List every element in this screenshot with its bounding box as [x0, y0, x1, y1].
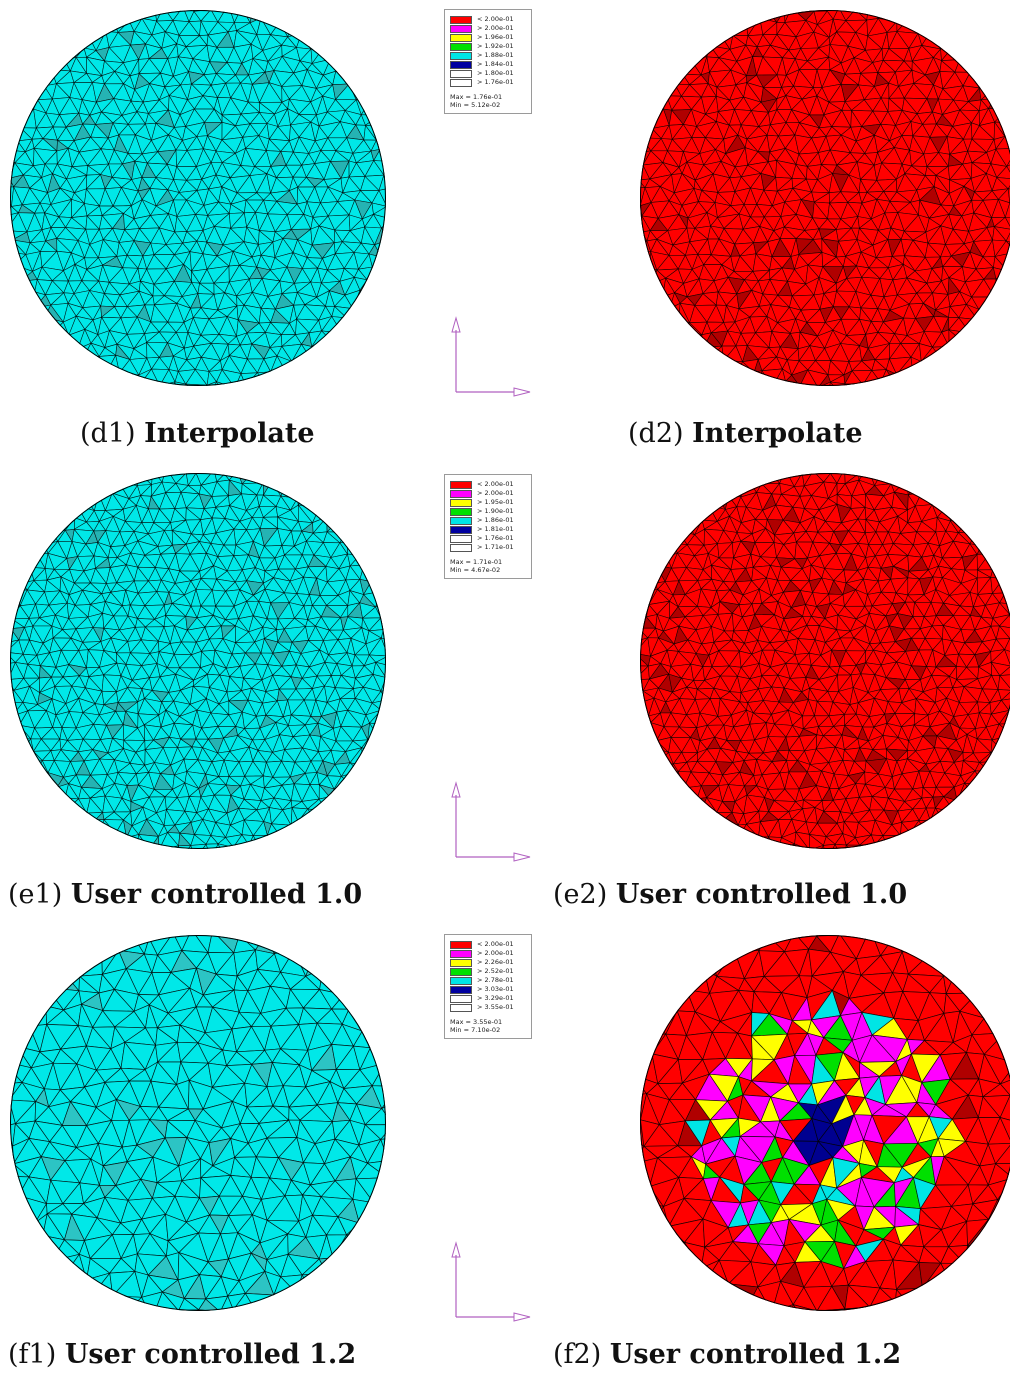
- legend-label: > 1.71e-01: [477, 543, 514, 551]
- legend-entry: > 1.88e-01: [450, 51, 527, 60]
- legend-entry: > 3.03e-01: [450, 985, 527, 994]
- legend-label: > 2.00e-01: [477, 489, 514, 497]
- legend-label: > 2.78e-01: [477, 976, 514, 984]
- legend-label: < 2.00e-01: [477, 15, 514, 23]
- mesh-disk-d2: [638, 8, 1010, 388]
- color-legend-d: < 2.00e-01> 2.00e-01> 1.96e-01> 1.92e-01…: [444, 9, 532, 114]
- legend-entry: > 2.00e-01: [450, 24, 527, 33]
- caption-e1: (e1) User controlled 1.0: [8, 879, 363, 910]
- legend-entry: > 3.55e-01: [450, 1003, 527, 1012]
- legend-min: Min = 7.10e-02: [450, 1026, 501, 1034]
- legend-swatch: [450, 985, 472, 994]
- legend-swatch: [450, 967, 472, 976]
- legend-label: > 2.00e-01: [477, 949, 514, 957]
- legend-label: > 1.86e-01: [477, 516, 514, 524]
- legend-label: > 1.84e-01: [477, 60, 514, 68]
- legend-label: > 1.90e-01: [477, 507, 514, 515]
- legend-entry: > 1.95e-01: [450, 498, 527, 507]
- legend-swatch: [450, 958, 472, 967]
- axis-triad-icon: [448, 312, 534, 402]
- legend-entry: > 1.81e-01: [450, 525, 527, 534]
- legend-label: > 1.88e-01: [477, 51, 514, 59]
- legend-swatch: [450, 69, 472, 78]
- caption-d2: (d2) Interpolate: [628, 418, 863, 449]
- caption-f1: (f1) User controlled 1.2: [8, 1339, 357, 1370]
- legend-label: > 3.55e-01: [477, 1003, 514, 1011]
- caption-e2: (e2) User controlled 1.0: [553, 879, 908, 910]
- legend-max: Max = 3.55e-01: [450, 1018, 503, 1026]
- legend-swatch: [450, 489, 472, 498]
- legend-label: > 3.29e-01: [477, 994, 514, 1002]
- legend-swatch: [450, 33, 472, 42]
- legend-label: > 2.00e-01: [477, 24, 514, 32]
- legend-entry: < 2.00e-01: [450, 940, 527, 949]
- axis-triad-icon: [448, 777, 534, 867]
- legend-label: > 1.76e-01: [477, 78, 514, 86]
- mesh-disk-e1: [8, 471, 388, 851]
- legend-swatch: [450, 507, 472, 516]
- legend-entry: > 1.96e-01: [450, 33, 527, 42]
- legend-label: > 3.03e-01: [477, 985, 514, 993]
- legend-swatch: [450, 525, 472, 534]
- legend-swatch: [450, 949, 472, 958]
- caption-f2: (f2) User controlled 1.2: [553, 1339, 902, 1370]
- legend-entry: > 1.71e-01: [450, 543, 527, 552]
- legend-min: Min = 4.67e-02: [450, 566, 501, 574]
- legend-swatch: [450, 516, 472, 525]
- legend-label: > 1.96e-01: [477, 33, 514, 41]
- legend-entry: > 2.00e-01: [450, 489, 527, 498]
- legend-entry: > 1.76e-01: [450, 78, 527, 87]
- legend-entry: > 2.00e-01: [450, 949, 527, 958]
- legend-entry: > 2.78e-01: [450, 976, 527, 985]
- axis-triad-icon: [448, 1237, 534, 1327]
- legend-entry: > 1.76e-01: [450, 534, 527, 543]
- legend-label: > 1.92e-01: [477, 42, 514, 50]
- legend-label: < 2.00e-01: [477, 940, 514, 948]
- legend-label: > 1.80e-01: [477, 69, 514, 77]
- legend-swatch: [450, 480, 472, 489]
- legend-entry: > 1.92e-01: [450, 42, 527, 51]
- legend-max: Max = 1.76e-01: [450, 93, 503, 101]
- legend-entry: > 1.90e-01: [450, 507, 527, 516]
- color-legend-f: < 2.00e-01> 2.00e-01> 2.26e-01> 2.52e-01…: [444, 934, 532, 1039]
- legend-swatch: [450, 994, 472, 1003]
- legend-max: Max = 1.71e-01: [450, 558, 503, 566]
- legend-swatch: [450, 78, 472, 87]
- legend-swatch: [450, 51, 472, 60]
- mesh-disk-e2: [638, 471, 1010, 851]
- legend-entry: < 2.00e-01: [450, 15, 527, 24]
- legend-swatch: [450, 543, 472, 552]
- legend-entry: > 1.86e-01: [450, 516, 527, 525]
- legend-swatch: [450, 42, 472, 51]
- legend-swatch: [450, 1003, 472, 1012]
- legend-swatch: [450, 24, 472, 33]
- legend-entry: > 2.52e-01: [450, 967, 527, 976]
- mesh-disk-f2: [638, 933, 1010, 1313]
- legend-swatch: [450, 498, 472, 507]
- legend-swatch: [450, 60, 472, 69]
- legend-label: < 2.00e-01: [477, 480, 514, 488]
- legend-label: > 1.81e-01: [477, 525, 514, 533]
- legend-label: > 1.95e-01: [477, 498, 514, 506]
- legend-label: > 2.52e-01: [477, 967, 514, 975]
- legend-swatch: [450, 15, 472, 24]
- mesh-disk-f1: [8, 933, 388, 1313]
- legend-label: > 2.26e-01: [477, 958, 514, 966]
- legend-entry: > 1.84e-01: [450, 60, 527, 69]
- legend-entry: > 1.80e-01: [450, 69, 527, 78]
- legend-entry: < 2.00e-01: [450, 480, 527, 489]
- legend-swatch: [450, 534, 472, 543]
- legend-swatch: [450, 940, 472, 949]
- color-legend-e: < 2.00e-01> 2.00e-01> 1.95e-01> 1.90e-01…: [444, 474, 532, 579]
- legend-label: > 1.76e-01: [477, 534, 514, 542]
- legend-min: Min = 5.12e-02: [450, 101, 501, 109]
- mesh-disk-d1: [8, 8, 388, 388]
- legend-entry: > 2.26e-01: [450, 958, 527, 967]
- caption-d1: (d1) Interpolate: [80, 418, 315, 449]
- legend-swatch: [450, 976, 472, 985]
- legend-entry: > 3.29e-01: [450, 994, 527, 1003]
